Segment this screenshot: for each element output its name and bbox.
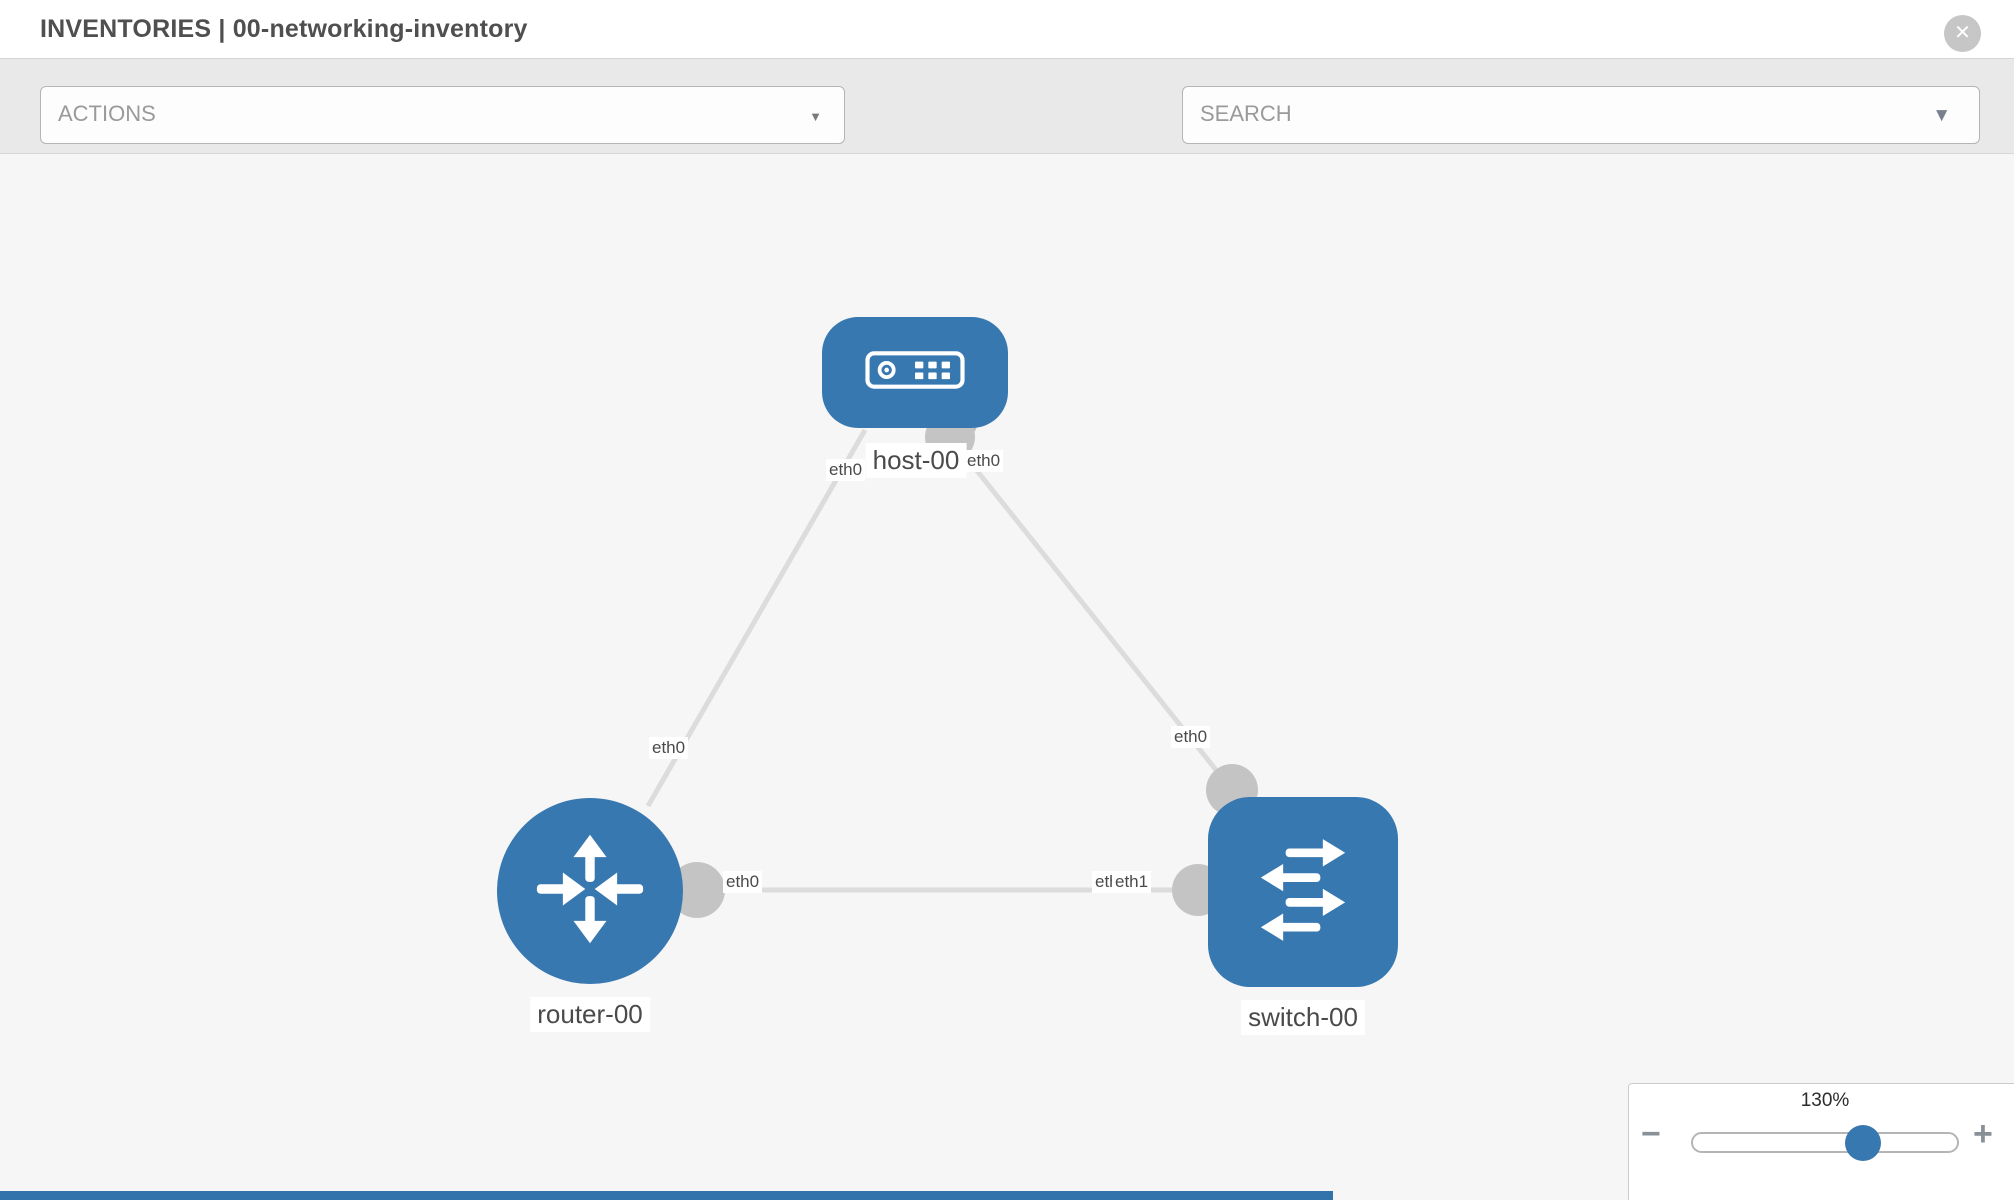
header: INVENTORIES | 00-networking-inventory ✕ [0, 0, 2014, 58]
search-placeholder: SEARCH [1200, 101, 1292, 126]
search-dropdown[interactable]: SEARCH ▼ [1182, 86, 1980, 144]
zoom-out-button[interactable]: − [1641, 1115, 1661, 1153]
switch-icon [1241, 828, 1365, 957]
node-switch-00[interactable] [1208, 797, 1398, 987]
zoom-in-button[interactable]: + [1973, 1115, 1993, 1153]
if-label-switch-eth1: eth1 [1112, 871, 1152, 893]
toolbar: ACTIONS ▼ [0, 58, 2014, 187]
host-icon [865, 350, 965, 395]
router-icon [531, 830, 649, 953]
chevron-down-icon: ▼ [1932, 105, 1951, 126]
zoom-slider-handle[interactable] [1845, 1125, 1881, 1161]
node-label-router: router-00 [530, 997, 650, 1032]
if-label-switch-eth0-top: eth0 [1171, 726, 1211, 748]
if-label-router-eth0-top: eth0 [649, 737, 689, 759]
if-label-host-eth0-right: eth0 [964, 450, 1004, 472]
zoom-level-value: 130% [1800, 1090, 1850, 1111]
node-label-host: host-00 [865, 443, 967, 478]
chevron-down-icon: ▼ [809, 109, 822, 124]
node-router-00[interactable] [497, 798, 683, 984]
if-label-router-eth0-right: eth0 [723, 871, 763, 893]
zoom-slider-track[interactable] [1691, 1132, 1959, 1153]
connector-router-eth0 [669, 862, 725, 918]
zoom-control-panel: 130% − + [1628, 1083, 2014, 1200]
close-icon[interactable]: ✕ [1944, 15, 1981, 52]
links-layer [645, 412, 1258, 918]
node-host-00[interactable] [822, 317, 1008, 428]
if-label-host-eth0-left: eth0 [826, 459, 866, 481]
topology-canvas[interactable] [0, 154, 2014, 1200]
actions-dropdown-label: ACTIONS [58, 101, 156, 126]
node-label-switch: switch-00 [1241, 1000, 1365, 1035]
page-title: INVENTORIES | 00-networking-inventory [40, 15, 528, 43]
actions-dropdown[interactable]: ACTIONS ▼ [40, 86, 845, 144]
bottom-edge-bar [0, 1191, 1333, 1200]
